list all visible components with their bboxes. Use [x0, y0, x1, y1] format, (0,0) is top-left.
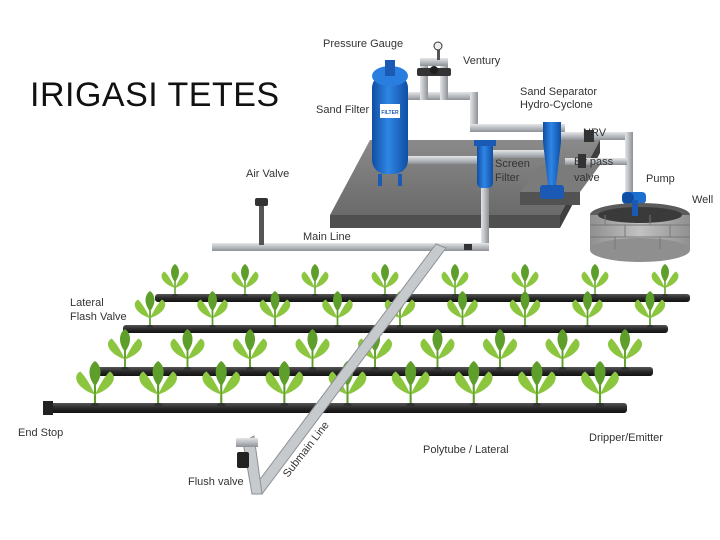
label-hydro-cyclone: Hydro-Cyclone: [520, 99, 593, 111]
plant: [634, 291, 666, 329]
bypass-valve: [578, 154, 586, 168]
plant: [482, 329, 518, 371]
plant: [545, 329, 580, 371]
pressure-gauge: [433, 41, 443, 60]
plant: [447, 291, 478, 329]
label-well: Well: [692, 194, 713, 206]
label-air-valve: Air Valve: [246, 168, 289, 180]
plant: [170, 329, 205, 371]
slide-title: IRIGASI TETES: [30, 76, 280, 114]
lateral-2: [123, 325, 668, 333]
label-polytube-lateral: Polytube / Lateral: [423, 444, 509, 456]
label-flash-valve: Flash Valve: [70, 311, 127, 323]
well: [590, 200, 690, 262]
label-lateral: Lateral: [70, 297, 104, 309]
filter-badge-text: FILTER: [381, 110, 399, 116]
label-bypass-2: valve: [574, 172, 600, 184]
plant: [197, 291, 228, 329]
plant: [511, 264, 539, 297]
plant: [295, 329, 330, 371]
plant: [581, 264, 609, 297]
label-sand-filter: Sand Filter: [316, 104, 370, 116]
nrv-valve: [584, 130, 594, 142]
plant: [572, 291, 603, 329]
header-pipework: [395, 58, 633, 250]
plant: [76, 361, 114, 408]
plant: [107, 329, 143, 371]
plant: [301, 264, 329, 297]
plant: [265, 361, 304, 408]
plant: [651, 264, 679, 297]
label-pressure-gauge: Pressure Gauge: [323, 38, 403, 50]
label-bypass-1: By pass: [574, 156, 614, 168]
main-line: [212, 243, 489, 251]
label-nrv: NRV: [583, 127, 607, 139]
plant: [391, 361, 430, 408]
plant: [509, 291, 541, 329]
plant: [232, 329, 268, 371]
plant: [454, 361, 493, 408]
label-end-stop: End Stop: [18, 427, 63, 439]
label-flush-valve: Flush valve: [188, 476, 244, 488]
labels: Pressure Gauge Ventury Sand Filter Sand …: [18, 38, 713, 488]
sand-filter: FILTER: [372, 60, 408, 186]
label-pump: Pump: [646, 173, 675, 185]
submain-line: [236, 243, 447, 495]
lateral-1: [155, 294, 690, 302]
plant: [231, 264, 259, 297]
screen-filter: [474, 140, 496, 188]
plant: [139, 361, 177, 408]
flush-valve: [237, 452, 249, 468]
label-screen-filter-2: Filter: [495, 172, 520, 184]
label-ventury: Ventury: [463, 55, 501, 67]
plant: [202, 361, 241, 408]
plant: [420, 329, 455, 371]
laterals: [47, 294, 690, 413]
plant: [134, 291, 166, 329]
label-screen-filter-1: Screen: [495, 158, 530, 170]
label-main-line: Main Line: [303, 231, 351, 243]
label-sand-separator: Sand Separator: [520, 86, 597, 98]
plant: [518, 361, 556, 408]
hydro-cyclone: [540, 122, 564, 199]
lateral-4: [47, 403, 627, 413]
plant: [581, 361, 619, 408]
plant: [441, 264, 469, 297]
label-dripper-emitter: Dripper/Emitter: [589, 432, 663, 444]
air-valve: [255, 198, 268, 245]
end-stop: [43, 401, 53, 415]
plant: [371, 264, 399, 297]
plant: [259, 291, 291, 329]
plant: [322, 291, 353, 329]
filter-badge: [380, 104, 400, 118]
plant: [607, 329, 643, 371]
lateral-3: [93, 367, 653, 376]
ventury: [417, 66, 451, 76]
pump: [622, 192, 646, 204]
plant: [161, 264, 189, 297]
